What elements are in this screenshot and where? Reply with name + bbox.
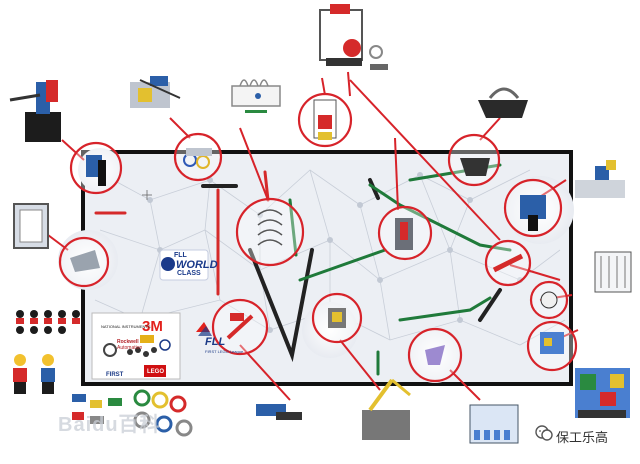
model-yellow-crane <box>362 378 411 440</box>
model-parts <box>72 389 193 437</box>
model-minifigs <box>13 354 55 394</box>
watermark-baidu: Baidu百科 <box>58 414 161 436</box>
fll-logo-text: FLL <box>205 336 226 348</box>
sponsor-national-instruments: NATIONAL INSTRUMENTS <box>101 324 151 329</box>
model-cage <box>594 251 632 293</box>
callout-models <box>70 99 564 365</box>
mat-logo-line1: FLL <box>174 252 187 259</box>
callout-coil <box>235 197 305 267</box>
sponsor-rockwell-line1: Rockwell <box>117 339 139 345</box>
model-dark-base <box>478 87 528 118</box>
sponsor-first: FIRST <box>106 372 124 378</box>
model-cones <box>16 310 80 334</box>
sponsor-lego: LEGO <box>147 369 165 375</box>
world-class-logo <box>159 249 209 281</box>
sponsor-3m: 3M <box>142 318 163 335</box>
model-battery <box>469 404 519 444</box>
sponsor-panel <box>91 312 181 380</box>
fll-logo-subtext: FIRST LEGO League <box>205 349 244 354</box>
model-top-left-arm <box>9 80 61 142</box>
model-right-arm <box>575 160 625 198</box>
mat-logo-line3: CLASS <box>177 270 201 277</box>
outside-models <box>9 4 632 444</box>
wechat-icon <box>535 425 553 441</box>
mat-black-lines <box>201 178 502 363</box>
sponsor-rockwell-line2: Automation <box>117 345 143 351</box>
model-top-crane <box>130 76 181 108</box>
mat-logo-line2: WORLD <box>176 259 218 271</box>
model-shovel <box>256 404 302 420</box>
crosshair-mark <box>142 190 152 200</box>
model-top-tower <box>319 4 388 70</box>
fll-logo <box>196 322 212 336</box>
model-big-cube <box>575 368 630 418</box>
callout-circles <box>58 92 578 383</box>
callout-leader-lines <box>43 71 579 401</box>
watermark-account: 保工乐高 <box>556 430 609 445</box>
model-rack <box>231 79 281 113</box>
mat-red-lines <box>94 170 270 296</box>
callout-rings <box>173 132 223 182</box>
model-door-frame <box>13 203 49 249</box>
